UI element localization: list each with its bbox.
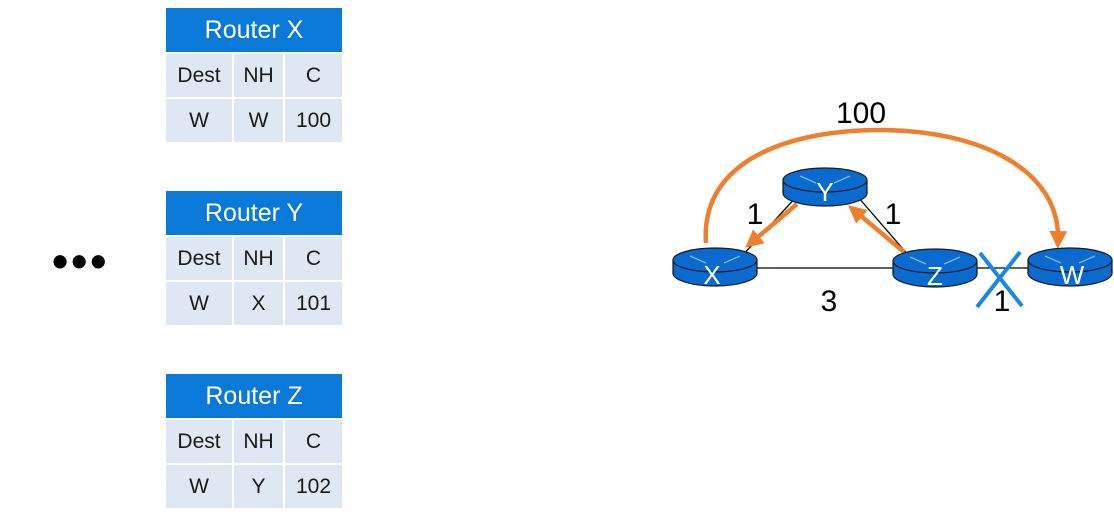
cell-cost: 100 [285, 99, 342, 142]
cell-dest: W [166, 282, 232, 325]
header-cost: C [285, 237, 342, 280]
cell-dest: W [166, 465, 232, 508]
arrow-z-to-y [848, 205, 906, 254]
cost-z-w: 1 [994, 285, 1011, 318]
cell-next-hop: Y [234, 465, 283, 508]
table-row: W Y 102 [166, 465, 342, 508]
header-cost: C [285, 420, 342, 463]
arrow-y-to-x [745, 202, 799, 248]
arc-x-to-w [703, 127, 1068, 249]
header-next-hop: NH [234, 420, 283, 463]
table-title: Router X [166, 8, 342, 52]
header-dest: Dest [166, 54, 232, 97]
routing-table-y: Router Y Dest NH C W X 101 [164, 189, 344, 327]
node-label-x: X [703, 260, 720, 290]
router-x-icon [672, 247, 758, 287]
cell-cost: 101 [285, 282, 342, 325]
routing-table-x: Router X Dest NH C W W 100 [164, 6, 344, 144]
header-cost: C [285, 54, 342, 97]
cell-cost: 102 [285, 465, 342, 508]
cost-z-y: 1 [885, 198, 902, 231]
table-title: Router Z [166, 374, 342, 418]
router-y-icon [782, 167, 868, 207]
header-dest: Dest [166, 420, 232, 463]
node-label-y: Y [816, 177, 833, 207]
node-label-z: Z [927, 261, 943, 291]
ellipsis: ••• [52, 235, 110, 287]
cost-x-z: 3 [821, 285, 838, 318]
header-next-hop: NH [234, 54, 283, 97]
node-label-w: W [1060, 260, 1085, 290]
header-dest: Dest [166, 237, 232, 280]
router-w-icon [1027, 247, 1113, 287]
cost-x-w: 100 [836, 97, 886, 130]
header-next-hop: NH [234, 237, 283, 280]
table-row: W W 100 [166, 99, 342, 142]
table-row: W X 101 [166, 282, 342, 325]
cell-next-hop: X [234, 282, 283, 325]
broken-link-cross-icon [975, 250, 1024, 309]
cell-dest: W [166, 99, 232, 142]
cell-next-hop: W [234, 99, 283, 142]
table-title: Router Y [166, 191, 342, 235]
routing-table-z: Router Z Dest NH C W Y 102 [164, 372, 344, 510]
router-z-icon [892, 248, 978, 288]
cost-y-x: 1 [747, 198, 764, 231]
